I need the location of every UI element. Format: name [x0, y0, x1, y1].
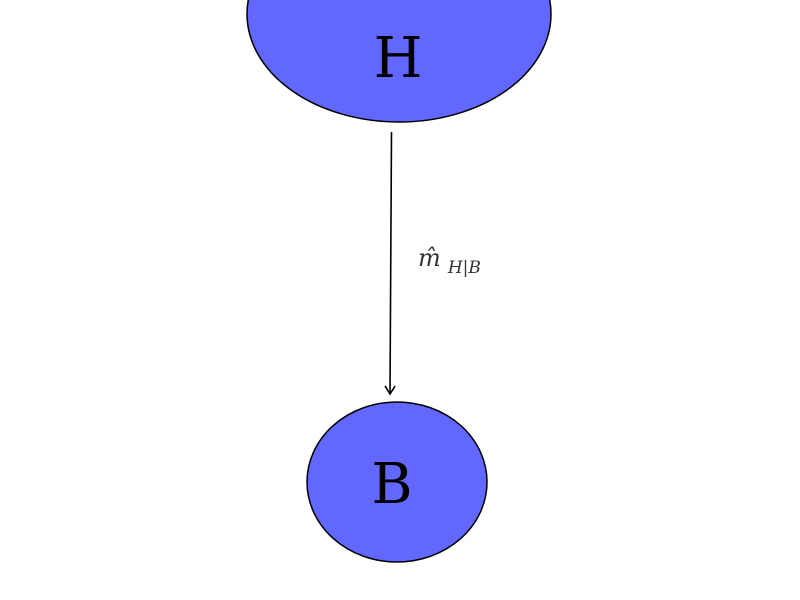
node-h-label: H [374, 26, 423, 91]
node-b-label: B [371, 452, 412, 517]
edge-label-subscript: H|B [447, 258, 481, 278]
edge-label: m̂ H|B [418, 244, 481, 278]
edge-label-main: m̂ [418, 244, 441, 272]
edge-line [384, 131, 396, 396]
edge-h-to-b: m̂ H|B [384, 131, 481, 396]
node-h: H [246, 0, 552, 123]
node-b-shape [306, 401, 488, 563]
node-h-shape [246, 0, 552, 123]
node-b: B [306, 401, 488, 563]
